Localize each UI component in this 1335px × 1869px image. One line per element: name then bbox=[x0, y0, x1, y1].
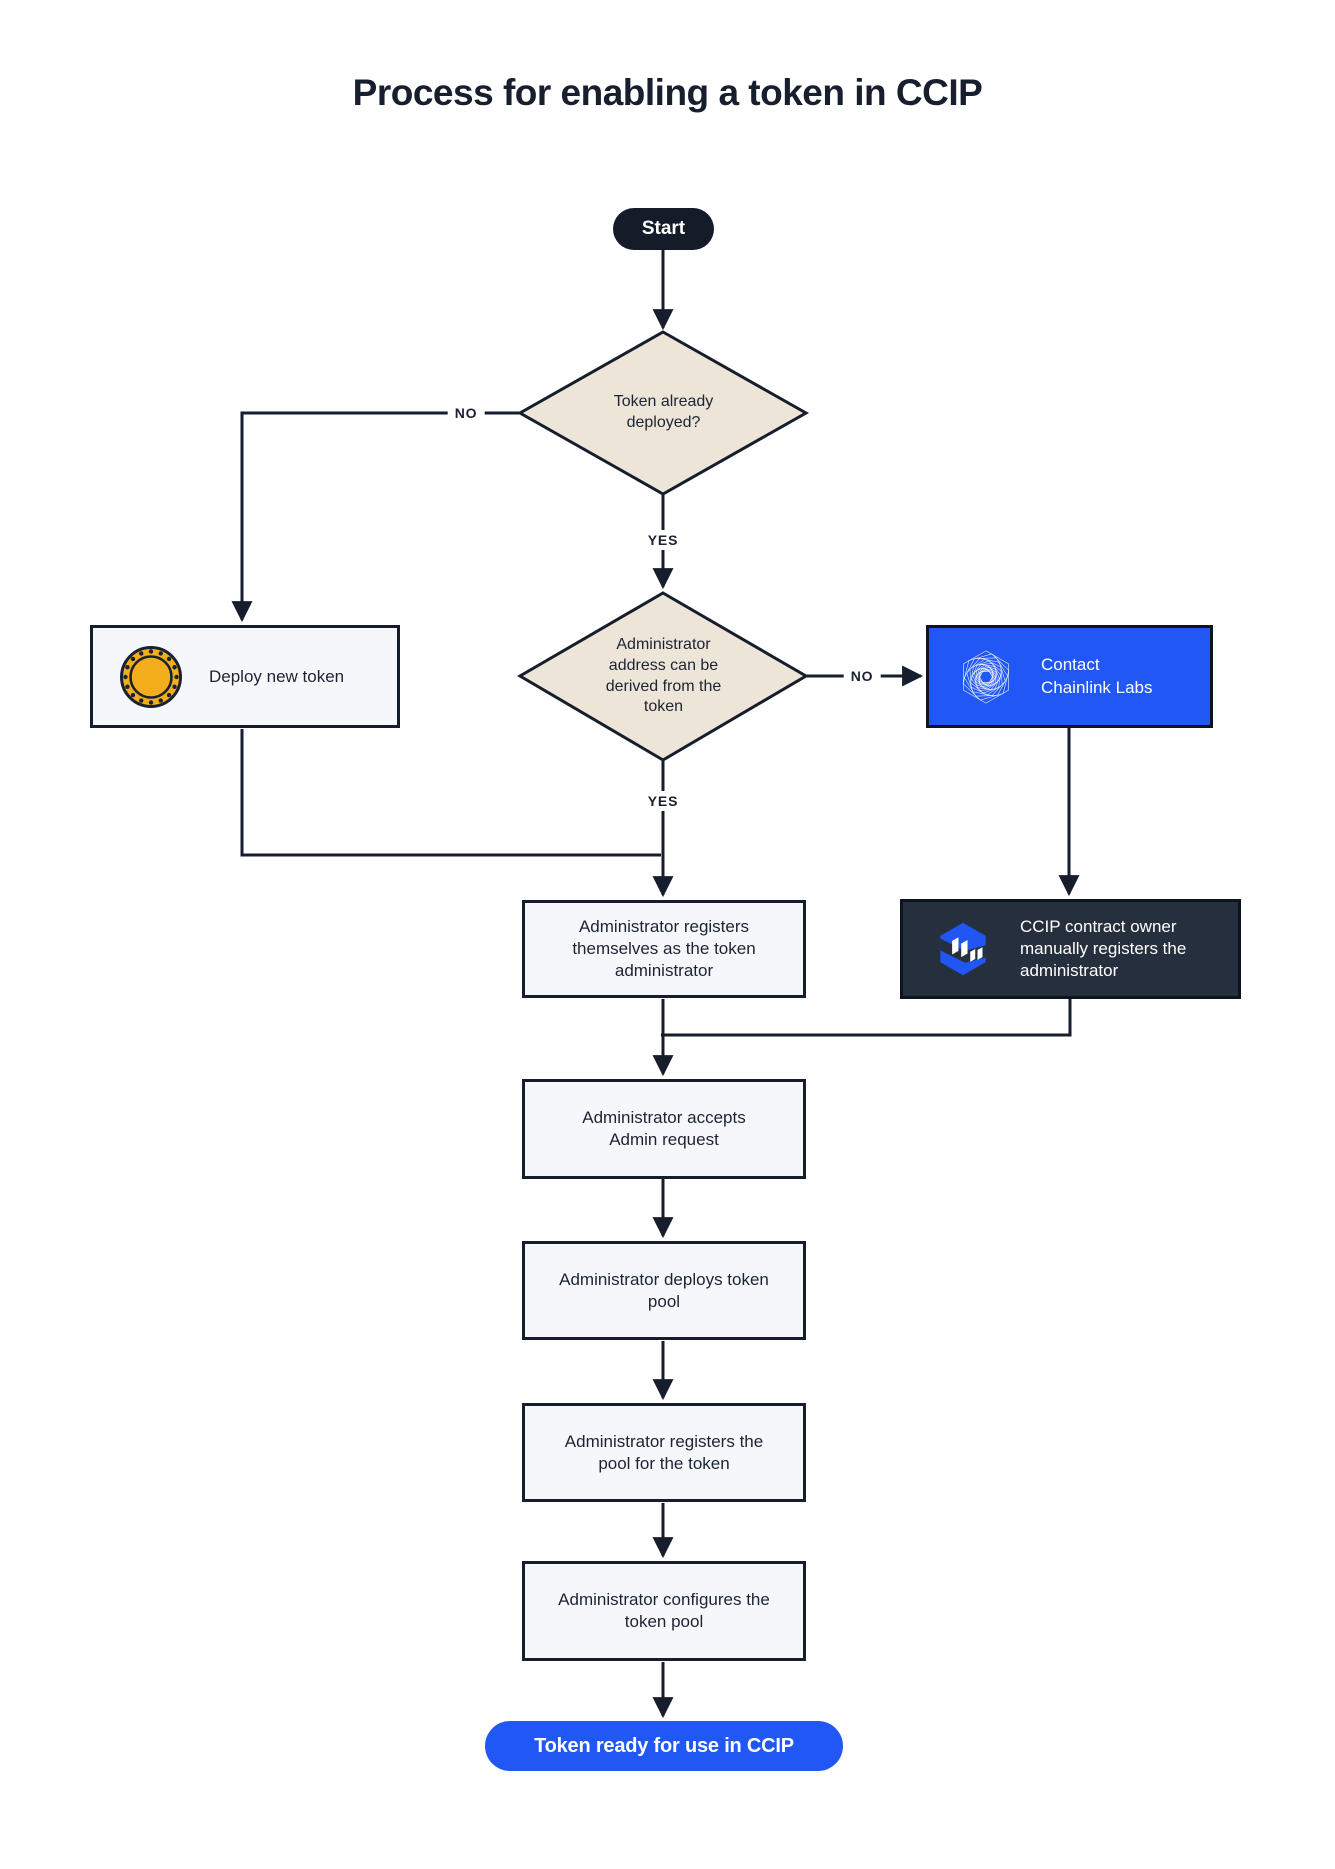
manual-register-box: CCIP contract owner manually registers t… bbox=[900, 899, 1241, 999]
deploy-pool-box: Administrator deploys token pool bbox=[522, 1241, 806, 1340]
edge-label-yes-1: YES bbox=[640, 530, 686, 550]
coin-icon bbox=[119, 645, 183, 709]
end-label: Token ready for use in CCIP bbox=[534, 1734, 794, 1757]
edge-decision1-no-to-deploy-token bbox=[231, 411, 521, 623]
start-node: Start bbox=[613, 208, 714, 250]
contact-chainlink-box: Contact Chainlink Labs bbox=[926, 625, 1213, 728]
deploy-pool-label: Administrator deploys token pool bbox=[559, 1269, 769, 1311]
register-pool-box: Administrator registers the pool for the… bbox=[522, 1403, 806, 1502]
configure-pool-label: Administrator configures the token pool bbox=[558, 1590, 770, 1631]
configure-pool-box: Administrator configures the token pool bbox=[522, 1561, 806, 1661]
end-node: Token ready for use in CCIP bbox=[485, 1721, 843, 1771]
start-label: Start bbox=[641, 218, 686, 239]
edge-deploy-token-to-merge bbox=[240, 729, 661, 857]
edge-manual-register-to-merge bbox=[661, 999, 1072, 1037]
accept-request-label: Administrator accepts Admin request bbox=[582, 1108, 746, 1149]
deploy-new-token-label: Deploy new token bbox=[209, 666, 345, 686]
manual-register-label: CCIP contract owner manually registers t… bbox=[1020, 916, 1187, 981]
decision-token-deployed-label: Token already deployed? bbox=[613, 393, 714, 431]
page-title: Process for enabling a token in CCIP bbox=[352, 72, 983, 113]
accept-request-box: Administrator accepts Admin request bbox=[522, 1079, 806, 1179]
contact-chainlink-label: Contact Chainlink Labs bbox=[1041, 654, 1153, 697]
ccip-logo-icon bbox=[934, 920, 992, 978]
decision-admin-derivable: Administrator address can be derived fro… bbox=[520, 593, 807, 760]
decision-admin-derivable-shape bbox=[517, 591, 809, 762]
edge-label-no-2: NO bbox=[843, 666, 881, 686]
decision-admin-derivable-label: Administrator address can be derived fro… bbox=[605, 635, 722, 716]
decision-token-deployed: Token already deployed? bbox=[520, 332, 807, 494]
chainlink-spiral-icon bbox=[955, 646, 1017, 708]
decision-token-deployed-shape bbox=[516, 330, 810, 496]
edge-label-no-1: NO bbox=[447, 403, 485, 423]
register-self-label: Administrator registers themselves as th… bbox=[572, 917, 756, 980]
deploy-new-token-box: Deploy new token bbox=[90, 625, 400, 728]
edge-label-yes-2: YES bbox=[640, 791, 686, 811]
register-self-box: Administrator registers themselves as th… bbox=[522, 900, 806, 998]
register-pool-label: Administrator registers the pool for the… bbox=[564, 1431, 764, 1473]
